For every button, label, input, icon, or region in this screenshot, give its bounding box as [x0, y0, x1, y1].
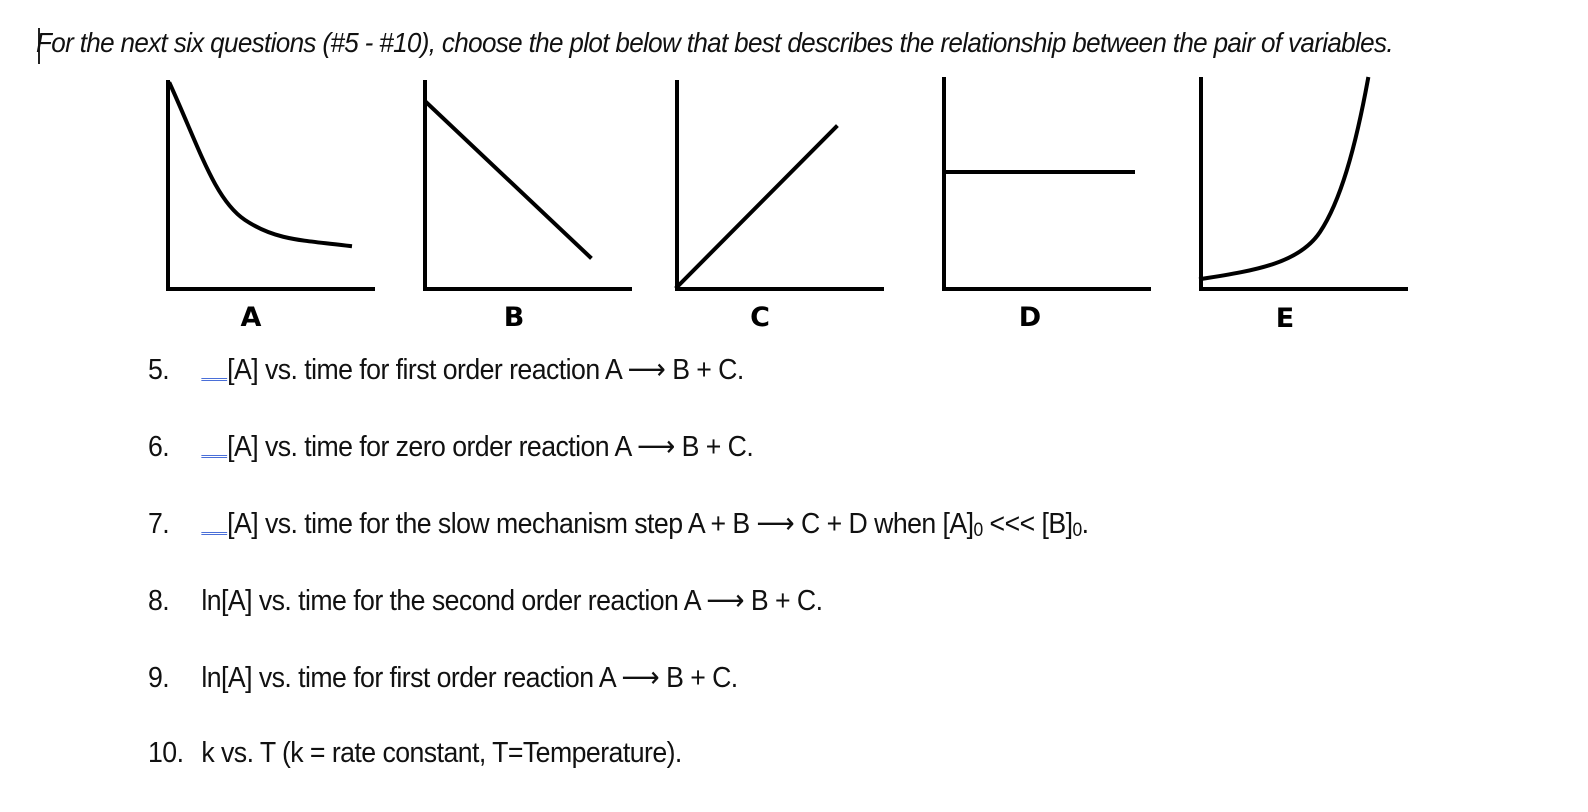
question-text: ln[A] vs. time for the second order reac…	[201, 585, 707, 617]
plot-e-axes	[1199, 77, 1408, 291]
plot-b-axes	[423, 80, 632, 291]
plot-b	[423, 80, 632, 291]
question-9: 9. ln[A] vs. time for first order reactio…	[148, 660, 738, 695]
question-5: 5. [A] vs. time for first order reaction …	[148, 352, 744, 387]
question-7: 7. [A] vs. time for the slow mechanism st…	[148, 506, 1089, 542]
answer-blank[interactable]	[201, 506, 228, 535]
answer-blank[interactable]	[201, 429, 228, 458]
question-text-compare: <<< [B]	[982, 508, 1073, 540]
instructions-text: For the next six questions (#5 - #10), c…	[36, 27, 1394, 58]
question-number: 8.	[148, 585, 170, 617]
question-8: 8. ln[A] vs. time for the second order re…	[148, 583, 823, 618]
arrow-glyph: ⟶	[627, 354, 666, 386]
plot-a-curve	[167, 81, 353, 249]
plot-a-axes	[166, 80, 375, 291]
arrow-glyph: ⟶	[637, 431, 675, 463]
question-text-end: B + C.	[665, 354, 744, 386]
plot-e	[1198, 76, 1408, 291]
subscript-zero: 0	[1072, 520, 1082, 541]
answer-plots: A B C D E	[166, 76, 1408, 334]
answer-blank[interactable]	[201, 352, 228, 381]
plot-c-label: C	[750, 302, 770, 333]
question-text-end: B + C.	[674, 431, 754, 463]
question-number: 7.	[148, 508, 170, 540]
question-number: 6.	[148, 431, 170, 463]
question-text: ln[A] vs. time for first order reaction …	[201, 662, 622, 694]
question-number: 10.	[148, 737, 184, 769]
question-number: 5.	[148, 354, 170, 386]
arrow-glyph: ⟶	[621, 662, 660, 694]
question-text-mid: C + D when [A]	[794, 508, 974, 540]
plot-e-curve	[1198, 76, 1371, 282]
question-text: [A] vs. time for first order reaction A	[227, 354, 628, 386]
arrow-glyph: ⟶	[706, 585, 745, 617]
question-6: 6. [A] vs. time for zero order reaction A…	[148, 429, 754, 464]
plot-d-axes	[942, 77, 1151, 291]
question-text: k vs. T (k = rate constant, T=Temperatur…	[201, 737, 682, 769]
question-text-end: .	[1081, 508, 1089, 540]
subscript-zero: 0	[973, 520, 984, 541]
text-cursor	[38, 28, 40, 64]
question-10: 10. k vs. T (k = rate constant, T=Tempera…	[148, 737, 682, 770]
plot-a-label: A	[241, 302, 262, 333]
plot-b-curve	[424, 100, 593, 260]
plot-e-label: E	[1276, 303, 1294, 334]
question-text-end: B + C.	[744, 585, 823, 617]
question-text: [A] vs. time for zero order reaction A	[227, 431, 638, 463]
question-text-end: B + C.	[659, 662, 738, 694]
plot-a	[166, 80, 375, 291]
plot-d	[942, 77, 1151, 291]
plot-b-label: B	[504, 302, 525, 333]
plot-c	[674, 80, 884, 291]
question-number: 9.	[148, 662, 170, 694]
plot-c-curve	[674, 124, 839, 290]
arrow-glyph: ⟶	[756, 508, 795, 540]
plot-d-label: D	[1019, 302, 1041, 333]
question-text: [A] vs. time for the slow mechanism step…	[227, 508, 757, 540]
